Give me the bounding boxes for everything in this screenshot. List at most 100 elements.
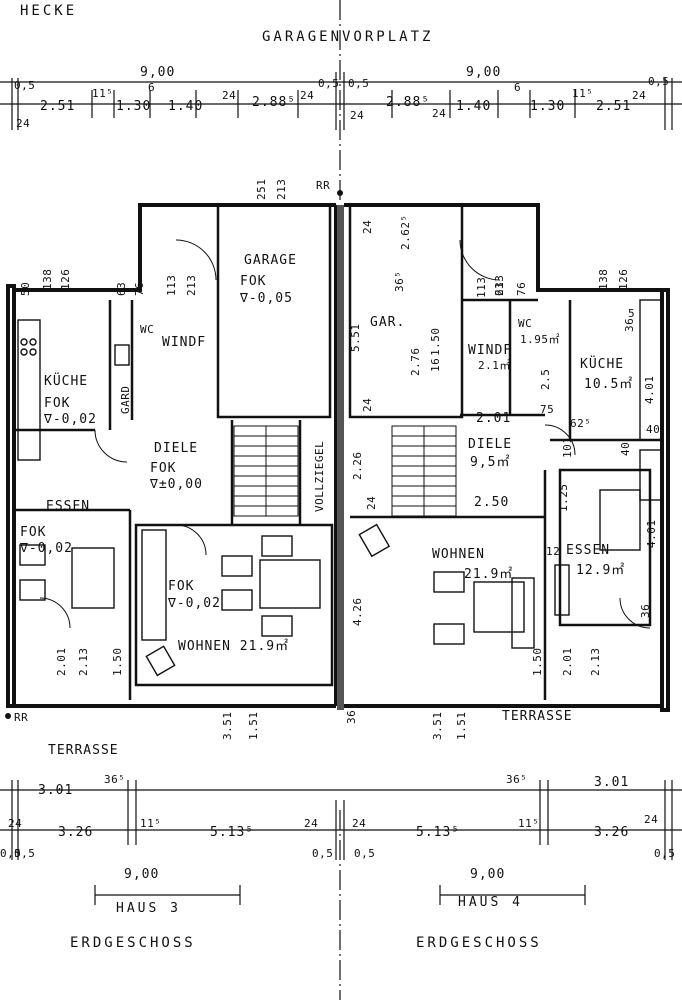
footer-floor-right: ERDGESCHOSS [416, 935, 542, 951]
bottom-dim: 3.01 [594, 775, 630, 790]
top-dim: 1.40 [456, 99, 492, 114]
h4-dining-area: 12.9㎡ [576, 563, 626, 578]
bottom-dim: 3.01 [38, 783, 74, 798]
h3-garage-value: ∇-0,05 [240, 291, 293, 306]
h3-side-dim: 2.13 [77, 647, 90, 677]
bottom-dim: 3.26 [594, 825, 630, 840]
h3-kitchen-name: KÜCHE [44, 374, 89, 389]
h4-wc-area: 1.95㎡ [520, 333, 560, 346]
rr-marker: RR [316, 179, 331, 192]
h4-dim: 113 [475, 276, 488, 298]
h3-wc: WC [140, 323, 155, 336]
bottom-dim: 5.13⁵ [210, 825, 255, 840]
h4-bottom-dim: 1.51 [455, 711, 468, 741]
h4-bottom-dim: 3.51 [431, 711, 444, 741]
h3-dim: 50 [19, 281, 32, 296]
h4-dim: 2.62⁵ [399, 214, 412, 250]
h4-living-dim: 4.26 [351, 597, 364, 627]
h3-terrace: TERRASSE [48, 743, 119, 758]
top-dim: 1.30 [530, 99, 566, 114]
h3-windf: WINDF [162, 335, 207, 350]
h3-gard: GARD [119, 385, 132, 415]
h3-living-name: WOHNEN 21.9㎡ [178, 639, 290, 654]
h3-bottom-dim: 1.51 [247, 711, 260, 741]
top-dim: 2.51 [596, 99, 632, 114]
top-dim: 24 [222, 89, 237, 102]
h3-dim: 213 [185, 274, 198, 296]
h4-hall-dim: 2.01 [476, 411, 512, 426]
h3-dining-level: FOK [20, 525, 47, 540]
h4-terrace: TERRASSE [502, 709, 573, 724]
h4-dim: 24 [361, 219, 374, 234]
footer-house-right: HAUS 4 [458, 895, 523, 910]
h3-hall-value: ∇±0,00 [150, 477, 203, 492]
h4-hall-area: 9,5㎡ [470, 455, 511, 470]
top-total-right: 9,00 [466, 65, 502, 80]
footer-total-left: 9,00 [124, 867, 160, 882]
h3-hall-level: FOK [150, 461, 177, 476]
h4-dim: 24 [361, 397, 374, 412]
bottom-dim: 0,5 [0, 847, 22, 860]
bottom-dim: 36⁵ [506, 773, 528, 786]
h4-dim: 2.50 [474, 495, 510, 510]
h4-dim: 1.25 [557, 483, 570, 513]
h4-hall-name: DIELE [468, 437, 513, 452]
h4-dim: 62⁵ [570, 417, 592, 430]
h4-side-dim: 2.13 [589, 647, 602, 677]
h4-dim: 24 [365, 495, 378, 510]
hedge-label: HECKE [20, 3, 78, 19]
top-dim: 24 [432, 107, 447, 120]
h4-dim: 5.51 [349, 323, 362, 353]
footer-house-left: HAUS 3 [116, 901, 181, 916]
h3-side-dim: 2.01 [55, 647, 68, 677]
bottom-dim: 0,5 [654, 847, 676, 860]
h4-dim: 213 [493, 274, 506, 296]
h4-dining-name: ESSEN [566, 543, 611, 558]
h4-living-name: WOHNEN [432, 547, 485, 562]
footer-total-right: 9,00 [470, 867, 506, 882]
h3-hall-name: DIELE [154, 441, 199, 456]
top-dim: 0,5 [14, 79, 36, 92]
h4-windf-area: 2.1㎡ [478, 359, 511, 372]
h3-kitchen-value: ∇-0,02 [44, 412, 97, 427]
rr-marker: RR [14, 711, 29, 724]
top-dim: 24 [300, 89, 315, 102]
footer-floor-left: ERDGESCHOSS [70, 935, 196, 951]
h4-dim: 126 [617, 268, 630, 290]
h4-side-dim: 36 [639, 603, 652, 618]
h3-living-value: ∇-0,02 [168, 596, 221, 611]
h4-kitchen-name: KÜCHE [580, 357, 625, 372]
bottom-dim: 0,5 [312, 847, 334, 860]
h4-dim: 16 [429, 357, 442, 372]
top-total-left: 9,00 [140, 65, 176, 80]
h4-dim: 40 [619, 441, 632, 456]
h4-dim: 2.76 [409, 347, 422, 377]
top-dim: 1.40 [168, 99, 204, 114]
h4-dining-dim: 4.01 [645, 519, 658, 549]
h4-dim: 5 [628, 307, 636, 320]
h4-side-dim: 2.01 [561, 647, 574, 677]
bottom-dim: 5.13⁵ [416, 825, 461, 840]
h3-dining-value: ∇-0,02 [20, 541, 73, 556]
bottom-dim: 3.26 [58, 825, 94, 840]
h4-windf-name: WINDF [468, 343, 513, 358]
bottom-dim: 36⁵ [104, 773, 126, 786]
bottom-dim: 24 [352, 817, 367, 830]
h4-kitchen-area: 10.5㎡ [584, 377, 634, 392]
top-dim: 24 [350, 109, 365, 122]
h4-living-area: 21.9㎡ [464, 567, 514, 582]
top-dim: 0,5 [318, 77, 340, 90]
h4-dim: 76 [515, 281, 528, 296]
h3-kitchen-level: FOK [44, 396, 71, 411]
top-dim: 6 [148, 81, 156, 94]
h3-dim: 76 [133, 281, 146, 296]
h3-dim: 251 [255, 178, 268, 200]
top-dim: 24 [632, 89, 647, 102]
top-dim: 0,5 [648, 75, 670, 88]
top-dim: 2.88⁵ [386, 95, 431, 110]
bottom-dim: 24 [644, 813, 659, 826]
bottom-dim: 11⁵ [518, 817, 540, 830]
bottom-dim: 0,5 [14, 847, 36, 860]
h4-dim: 1.50 [429, 327, 442, 357]
h4-bottom-dim: 36⁵ [345, 702, 358, 724]
